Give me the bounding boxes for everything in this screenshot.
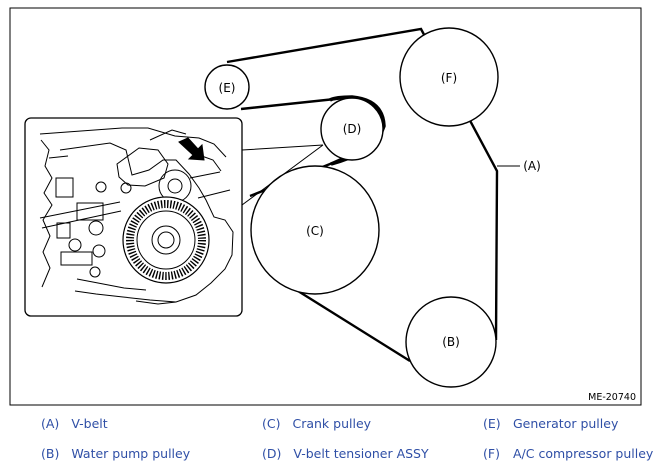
pulley-c: (C) bbox=[250, 165, 380, 295]
legend-key: (D) bbox=[262, 446, 282, 461]
pulley-b-label: (B) bbox=[442, 335, 460, 349]
legend-key: (F) bbox=[483, 446, 500, 461]
inset-details-left bbox=[55, 177, 104, 266]
pulley-e: (E) bbox=[204, 64, 250, 110]
belt-callout-a: (A) bbox=[497, 159, 541, 173]
pulley-c-label: (C) bbox=[306, 224, 324, 238]
legend-item-b: (B) Water pump pulley bbox=[41, 446, 190, 461]
inset-tensioner-pulley-hub bbox=[167, 178, 183, 194]
pulley-d: (D) bbox=[320, 97, 384, 161]
pulley-b: (B) bbox=[405, 296, 497, 388]
legend-text: Generator pulley bbox=[513, 416, 619, 431]
pulley-b-circle bbox=[405, 296, 497, 388]
belt-routing-diagram: (F) (E) (D) (C) (B) (A) bbox=[9, 7, 642, 406]
legend-text: V-belt tensioner ASSY bbox=[293, 446, 429, 461]
inset-outline-body bbox=[59, 142, 234, 305]
inset-direction-arrow bbox=[178, 137, 205, 161]
legend-text: Water pump pulley bbox=[71, 446, 191, 461]
inset-belt-lines bbox=[39, 171, 231, 229]
legend-item-f: (F) A/C compressor pulley bbox=[483, 446, 653, 461]
inset-crank-pulley bbox=[122, 196, 210, 284]
legend-key: (C) bbox=[262, 416, 281, 431]
inset-tensioner-arm bbox=[116, 147, 169, 187]
inset-bolt-6 bbox=[89, 266, 101, 278]
inset-bolt-1 bbox=[95, 181, 107, 193]
pulley-f: (F) bbox=[399, 27, 499, 127]
inset-crankcase bbox=[74, 278, 177, 303]
legend-key: (B) bbox=[41, 446, 60, 461]
inset-engine-sketch bbox=[39, 127, 234, 305]
pulley-f-label: (F) bbox=[441, 71, 457, 85]
legend-key: (A) bbox=[41, 416, 60, 431]
legend: (A) V-belt (B) Water pump pulley (C) Cra… bbox=[0, 410, 653, 470]
pulley-f-circle bbox=[399, 27, 499, 127]
inset-bolt-4 bbox=[68, 238, 82, 252]
legend-text: Crank pulley bbox=[292, 416, 372, 431]
pulley-d-label: (D) bbox=[343, 122, 362, 136]
legend-item-e: (E) Generator pulley bbox=[483, 416, 618, 431]
inset-bolt-3 bbox=[88, 220, 104, 236]
legend-text: A/C compressor pulley bbox=[513, 446, 653, 461]
tensioner-inset bbox=[24, 117, 243, 317]
legend-item-c: (C) Crank pulley bbox=[262, 416, 371, 431]
pulley-d-circle bbox=[320, 97, 384, 161]
inset-bolt-5 bbox=[92, 244, 106, 258]
inset-crank-pulley-grooves bbox=[126, 200, 206, 280]
legend-key: (E) bbox=[483, 416, 501, 431]
belt-callout-a-label: (A) bbox=[523, 159, 541, 173]
inset-crank-bolt bbox=[157, 231, 175, 249]
pulley-c-circle bbox=[250, 165, 380, 295]
figure-frame bbox=[9, 7, 642, 406]
inset-bolt-2 bbox=[120, 182, 132, 194]
pulley-e-circle bbox=[204, 64, 250, 110]
inset-outline-top bbox=[39, 127, 227, 158]
pulley-e-label: (E) bbox=[219, 81, 236, 95]
figure-id: ME-20740 bbox=[588, 392, 636, 403]
legend-text: V-belt bbox=[71, 416, 108, 431]
inset-arrow-shape bbox=[178, 137, 205, 161]
inset-outline-left bbox=[40, 139, 53, 288]
legend-item-d: (D) V-belt tensioner ASSY bbox=[262, 446, 429, 461]
legend-item-a: (A) V-belt bbox=[41, 416, 108, 431]
inset-leader-lines bbox=[241, 144, 324, 206]
